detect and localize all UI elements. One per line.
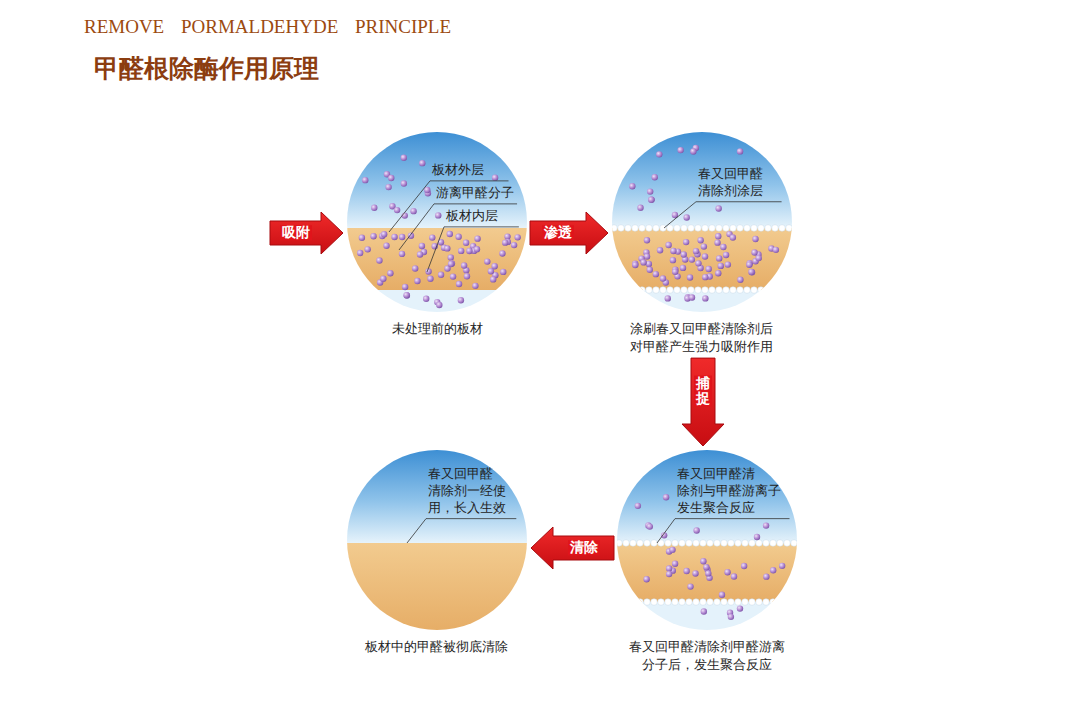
stage-caption: 板材中的甲醛被彻底清除 bbox=[362, 638, 513, 656]
callout-text: 春又回甲醛清 除剂与甲醛游离子 发生聚合反应 bbox=[677, 466, 790, 517]
stage-caption: 涂刷春又回甲醛清除剂后 对甲醛产生强力吸附作用 bbox=[627, 320, 778, 355]
flow-arrow bbox=[530, 212, 608, 254]
stage-caption: 春又回甲醛清除剂甲醛游离 分子后，发生聚合反应 bbox=[625, 638, 789, 673]
stage-circle: 春又回甲醛清 除剂与甲醛游离子 发生聚合反应春又回甲醛清除剂甲醛游离 分子后，发… bbox=[617, 450, 797, 673]
callout-text: 春又回甲醛 清除剂涂层 bbox=[698, 166, 768, 200]
flow-arrow bbox=[682, 358, 724, 446]
arrow-label: 捕捉 bbox=[694, 376, 712, 407]
header-subtitle: REMOVE PORMALDEHYDE PRINCIPLE bbox=[84, 16, 451, 38]
board-illustration bbox=[612, 132, 792, 312]
callout-text: 游离甲醛分子 bbox=[436, 185, 514, 202]
callout-text: 春又回甲醛 清除剂一经使 用，长入生效 bbox=[428, 466, 511, 517]
callout-text: 板材内层 bbox=[446, 208, 498, 225]
arrow-label: 清除 bbox=[568, 540, 600, 555]
stage-circle: 春又回甲醛 清除剂一经使 用，长入生效板材中的甲醛被彻底清除 bbox=[347, 450, 527, 656]
arrow-label: 渗透 bbox=[542, 225, 574, 240]
stage-caption: 未处理前的板材 bbox=[385, 320, 489, 338]
stage-circle: 春又回甲醛 清除剂涂层涂刷春又回甲醛清除剂后 对甲醛产生强力吸附作用 bbox=[612, 132, 792, 355]
arrow-label: 吸附 bbox=[280, 225, 312, 240]
callout-text: 板材外层 bbox=[432, 162, 484, 179]
board-illustration bbox=[347, 132, 527, 312]
flow-arrow bbox=[531, 527, 614, 569]
entry-arrow bbox=[270, 212, 343, 254]
stage-circle: 板材外层游离甲醛分子板材内层未处理前的板材 bbox=[347, 132, 527, 338]
page-title: 甲醛根除酶作用原理 bbox=[94, 52, 319, 85]
